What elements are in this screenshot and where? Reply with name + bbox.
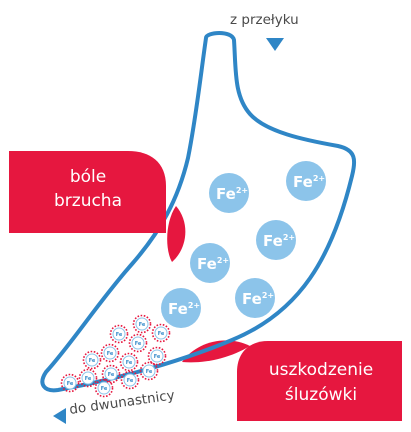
- fe-ion: Fe2+: [209, 173, 249, 213]
- small-fe-particle: Fe: [96, 380, 113, 397]
- small-fe-particle: Fe: [141, 363, 158, 380]
- duodenum-label: do dwunastnicy: [68, 387, 175, 418]
- svg-text:Fe: Fe: [101, 386, 108, 392]
- small-fe-particle: Fe: [80, 370, 97, 387]
- svg-text:Fe: Fe: [146, 369, 153, 375]
- svg-text:Fe: Fe: [116, 332, 123, 338]
- svg-text:Fe: Fe: [67, 381, 74, 387]
- svg-text:Fe: Fe: [127, 378, 134, 384]
- callout-pain-line2: brzucha: [54, 191, 122, 211]
- small-fe-particle: Fe: [62, 375, 79, 392]
- small-fe-particle: Fe: [134, 316, 151, 333]
- triangle-left-icon: [53, 408, 66, 424]
- svg-text:Fe: Fe: [158, 331, 165, 337]
- small-fe-particle: Fe: [84, 352, 101, 369]
- fe-ion: Fe2+: [190, 243, 230, 283]
- small-fe-particle: Fe: [102, 345, 119, 362]
- small-fe-particle: Fe: [130, 335, 147, 352]
- small-fe-particle: Fe: [121, 354, 138, 371]
- small-fe-particle: Fe: [111, 326, 128, 343]
- svg-text:Fe: Fe: [154, 354, 161, 360]
- svg-text:Fe: Fe: [89, 358, 96, 364]
- svg-text:Fe: Fe: [135, 341, 142, 347]
- svg-text:Fe: Fe: [139, 322, 146, 328]
- svg-text:Fe: Fe: [107, 351, 114, 357]
- svg-text:Fe: Fe: [108, 372, 115, 378]
- esophagus-label: z przełyku: [230, 12, 299, 28]
- small-fe-particle: Fe: [103, 366, 120, 383]
- fe-ion: Fe2+: [235, 278, 275, 318]
- small-fe-particle: Fe: [153, 325, 170, 342]
- svg-text:Fe: Fe: [126, 360, 133, 366]
- abdominal-pain-area: [167, 206, 185, 262]
- fe-ion: Fe2+: [161, 288, 201, 328]
- callout-mucosa-line2: śluzówki: [285, 385, 357, 405]
- callout-pain-line1: bóle: [70, 167, 106, 187]
- triangle-down-icon: [266, 38, 284, 51]
- fe-ion: Fe2+: [256, 220, 296, 260]
- callout-mucosa-line1: uszkodzenie: [269, 360, 373, 380]
- svg-text:Fe: Fe: [85, 376, 92, 382]
- fe-ion: Fe2+: [286, 161, 326, 201]
- callout-mucosa-damage: [237, 341, 402, 421]
